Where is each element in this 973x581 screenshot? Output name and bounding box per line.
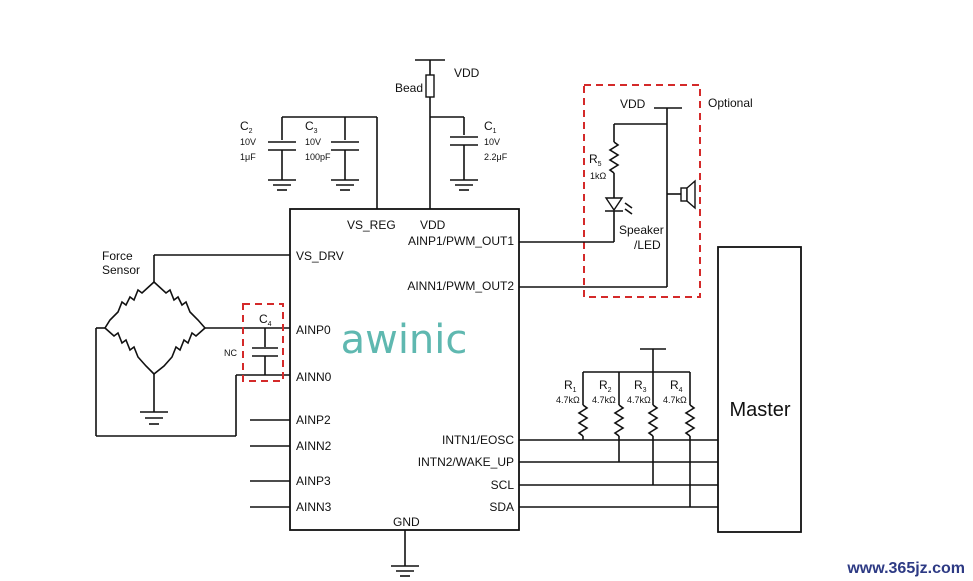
pin-scl: SCL: [491, 478, 515, 492]
chip-ground: [391, 530, 419, 577]
c4-label: C4: [259, 312, 272, 328]
optional-vdd-label: VDD: [620, 97, 646, 111]
speaker-label: Speaker: [619, 223, 664, 237]
c3-label: C3: [305, 119, 318, 135]
master-label: Master: [729, 399, 790, 421]
pin-ainp0: AINP0: [296, 323, 331, 337]
vdd-bead-branch: [415, 59, 478, 209]
pin-vs-reg: VS_REG: [347, 218, 396, 232]
master-block: [717, 246, 802, 533]
force-sensor-bridge: [95, 254, 290, 437]
r4-value: 4.7kΩ: [663, 395, 687, 405]
pin-ainp1-pwm-out1: AINP1/PWM_OUT1: [408, 234, 514, 248]
pin-vdd: VDD: [420, 218, 446, 232]
unused-left-pins: [250, 419, 290, 508]
led-label: /LED: [634, 238, 661, 252]
pin-ainp2: AINP2: [296, 413, 331, 427]
bead-label: Bead: [395, 81, 423, 95]
chip-body: [289, 208, 520, 531]
c3-value: 100pF: [305, 152, 331, 162]
c1-value: 2.2μF: [484, 152, 508, 162]
c1-voltage: 10V: [484, 137, 500, 147]
c4-nc-label: NC: [224, 348, 237, 358]
pin-vs-drv: VS_DRV: [296, 249, 344, 263]
pin-ainn1-pwm-out2: AINN1/PWM_OUT2: [407, 279, 514, 293]
pin-gnd: GND: [393, 515, 420, 529]
r4-label: R4: [670, 378, 683, 394]
optional-dashed-box: [583, 84, 701, 298]
r1-label: R1: [564, 378, 577, 394]
force-sensor-label-2: Sensor: [102, 263, 140, 277]
watermark-text: www.365jz.com: [846, 560, 965, 577]
c1-label: C1: [484, 119, 497, 135]
c2-label: C2: [240, 119, 253, 135]
c4-dashed-box: [242, 303, 284, 382]
r2-value: 4.7kΩ: [592, 395, 616, 405]
pin-intn1-eosc: INTN1/EOSC: [442, 433, 514, 447]
chip-brand-logo: awinic: [341, 317, 468, 363]
r5-label: R5: [589, 152, 602, 168]
c4-capacitor: [252, 328, 278, 375]
pin-intn2-wake-up: INTN2/WAKE_UP: [418, 455, 514, 469]
pin-ainp3: AINP3: [296, 474, 331, 488]
r3-label: R3: [634, 378, 647, 394]
optional-label: Optional: [708, 96, 753, 110]
r1-value: 4.7kΩ: [556, 395, 580, 405]
r5-value: 1kΩ: [590, 171, 607, 181]
pin-ainn0: AINN0: [296, 370, 332, 384]
c3-voltage: 10V: [305, 137, 321, 147]
force-sensor-label-1: Force: [102, 249, 133, 263]
vs-reg-caps: [268, 116, 378, 209]
optional-circuit: [519, 107, 696, 288]
pin-ainn2: AINN2: [296, 439, 332, 453]
c2-voltage: 10V: [240, 137, 256, 147]
c2-value: 1μF: [240, 152, 256, 162]
pin-ainn3: AINN3: [296, 500, 332, 514]
pull-up-network: [519, 348, 718, 508]
vdd-top-label: VDD: [454, 66, 480, 80]
r2-label: R2: [599, 378, 612, 394]
pin-sda: SDA: [489, 500, 514, 514]
r3-value: 4.7kΩ: [627, 395, 651, 405]
